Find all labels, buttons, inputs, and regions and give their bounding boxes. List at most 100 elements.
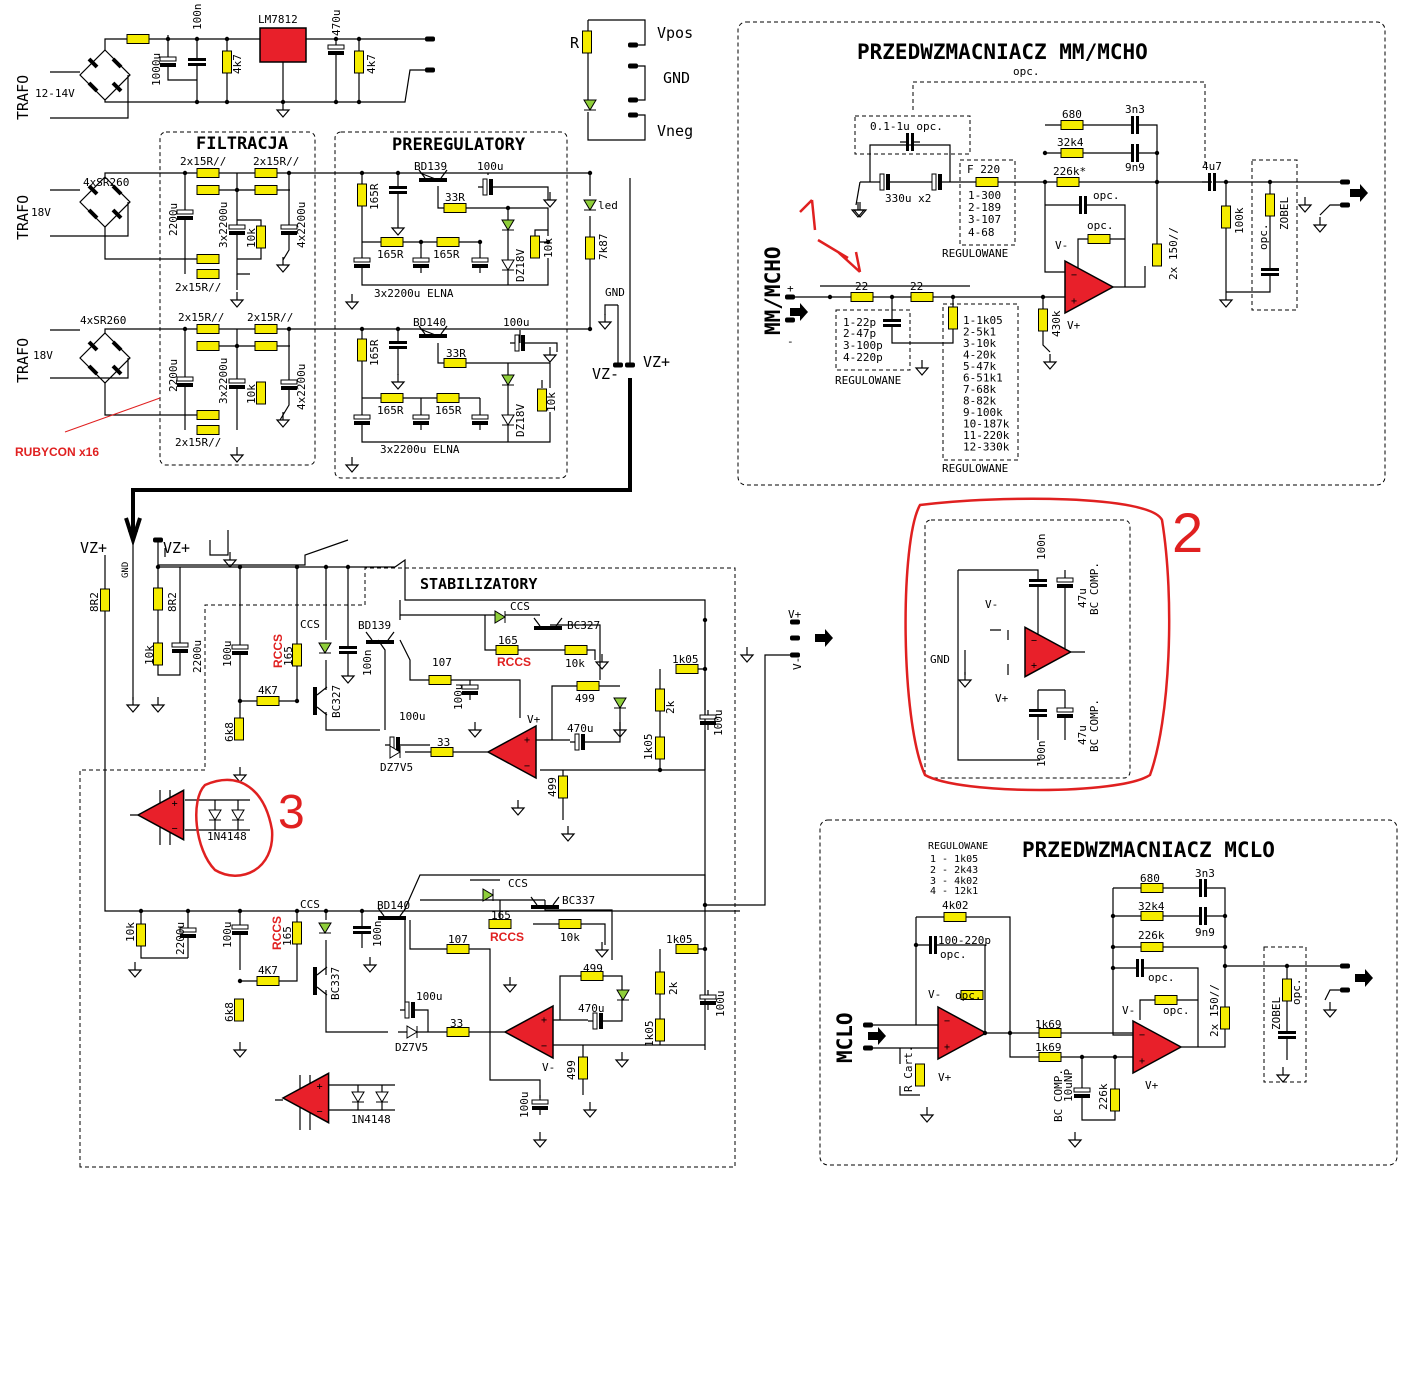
- c-label: 4x2200u: [295, 364, 308, 410]
- wire: [604, 178, 631, 365]
- junction-dot: [418, 239, 424, 245]
- r-label: 2x15R//: [253, 155, 299, 168]
- filtracja-section: FILTRACJA TRAFO TRAFO 18V 18V 4xSR260 4x…: [14, 134, 308, 459]
- terminal[interactable]: [863, 1022, 873, 1028]
- terminal[interactable]: [628, 42, 638, 48]
- junction-dot: [359, 908, 365, 914]
- annotation-arrow-1: [799, 199, 862, 273]
- terminal[interactable]: [790, 635, 800, 641]
- terminal[interactable]: [790, 652, 800, 658]
- r-label: 165R: [433, 248, 460, 261]
- r-label: 8R2: [166, 592, 179, 612]
- list-item: 6-51k1: [963, 372, 1003, 385]
- terminal[interactable]: [425, 36, 435, 42]
- wire: [140, 911, 363, 982]
- terminal[interactable]: [1340, 963, 1350, 969]
- r-label: 10k: [124, 922, 137, 942]
- electrolytic-capacitor: [231, 920, 249, 940]
- led-icon: [494, 610, 506, 624]
- c-label: 47u: [1076, 725, 1089, 745]
- resistor: [578, 1056, 588, 1080]
- ground-symbol: [739, 647, 755, 663]
- junction-dot: [237, 698, 243, 704]
- opc-label: opc.: [1163, 1004, 1190, 1017]
- r-label: 7k87: [597, 234, 610, 261]
- list-item: 1 - 1k05: [930, 854, 978, 865]
- mm-mcho-section: PRZEDWZMACNIACZ MM/MCHO MM/MCHO opc. 0.1…: [761, 40, 1291, 475]
- terminal[interactable]: [785, 294, 795, 300]
- opc-label: opc.: [1257, 224, 1270, 251]
- junction-dot: [702, 666, 708, 672]
- ground-symbol: [542, 347, 558, 363]
- gnd-label: GND: [121, 562, 131, 578]
- vneg-label: Vneg: [657, 122, 693, 140]
- regulator-label: LM7812: [258, 13, 298, 26]
- terminal[interactable]: [790, 619, 800, 625]
- zener-label: DZ18V: [514, 249, 527, 282]
- junction-dot: [1112, 1054, 1118, 1060]
- caps-label: 3x2200u ELNA: [380, 443, 460, 456]
- electrolytic-capacitor: [228, 220, 246, 240]
- r-label: 2x15R//: [175, 436, 221, 449]
- resistor: [655, 736, 665, 760]
- junction-dot: [333, 36, 339, 42]
- terminal[interactable]: [1340, 987, 1350, 993]
- mm-mcho-title: PRZEDWZMACNIACZ MM/MCHO: [857, 40, 1148, 64]
- list-item: 1-22p: [843, 316, 876, 329]
- diode-icon: [231, 809, 245, 821]
- r-label: 165R: [368, 183, 381, 210]
- c-label: 3x2200u: [217, 358, 230, 404]
- terminal[interactable]: [613, 362, 623, 368]
- junction-dot: [234, 343, 240, 349]
- terminal[interactable]: [628, 112, 638, 118]
- resistor: [254, 341, 278, 351]
- terminal[interactable]: [628, 97, 638, 103]
- terminal[interactable]: [863, 1045, 873, 1051]
- electrolytic-capacitor: [228, 374, 246, 394]
- capacitor: [339, 640, 357, 660]
- junction-dot: [1007, 1030, 1013, 1036]
- v-plus-label: V+: [1067, 319, 1081, 332]
- terminal[interactable]: [425, 67, 435, 73]
- junction-dot: [1267, 179, 1273, 185]
- stabilizatory-box: [79, 567, 736, 1168]
- r-label: 8R2: [88, 592, 101, 612]
- junction-dot: [194, 36, 200, 42]
- minus-label: -: [787, 335, 794, 348]
- r-label: 4K7: [258, 684, 278, 697]
- svg-text:−: −: [524, 761, 530, 772]
- opc-label: opc.: [1290, 979, 1303, 1006]
- resistor: [153, 587, 163, 611]
- terminal[interactable]: [628, 63, 638, 69]
- rectifier-bridge: [79, 176, 131, 228]
- r-label: 680: [1062, 108, 1082, 121]
- electrolytic-capacitor: [179, 923, 197, 943]
- r-label: 33R: [446, 347, 466, 360]
- c-label: 3n3: [1125, 103, 1145, 116]
- terminal[interactable]: [625, 362, 635, 368]
- annotation-2: 2: [1172, 501, 1203, 564]
- terminal[interactable]: [1340, 202, 1350, 208]
- terminal[interactable]: [1340, 179, 1350, 185]
- resistor: [196, 269, 220, 279]
- signal-arrow-icon: [1355, 969, 1373, 987]
- transistor-symbol: [418, 325, 448, 338]
- trafo-label: TRAFO: [14, 338, 32, 383]
- vz-plus-label: VZ+: [643, 353, 670, 371]
- wire: [50, 71, 129, 119]
- c-label: 330u x2: [885, 192, 931, 205]
- ground-symbol: [594, 942, 610, 958]
- junction-dot: [1154, 179, 1160, 185]
- terminal[interactable]: [153, 537, 163, 543]
- junction-dot: [182, 170, 188, 176]
- r-label: 1k05: [672, 653, 699, 666]
- junction-dot: [359, 170, 365, 176]
- resistor: [1060, 120, 1084, 130]
- c-label: 100u: [712, 710, 725, 737]
- ground-symbol: [597, 314, 613, 330]
- r-label: F 220: [967, 163, 1000, 176]
- junction-dot: [237, 908, 243, 914]
- terminal[interactable]: [785, 317, 795, 323]
- svg-text:−: −: [1031, 636, 1037, 647]
- led-icon: [583, 199, 597, 211]
